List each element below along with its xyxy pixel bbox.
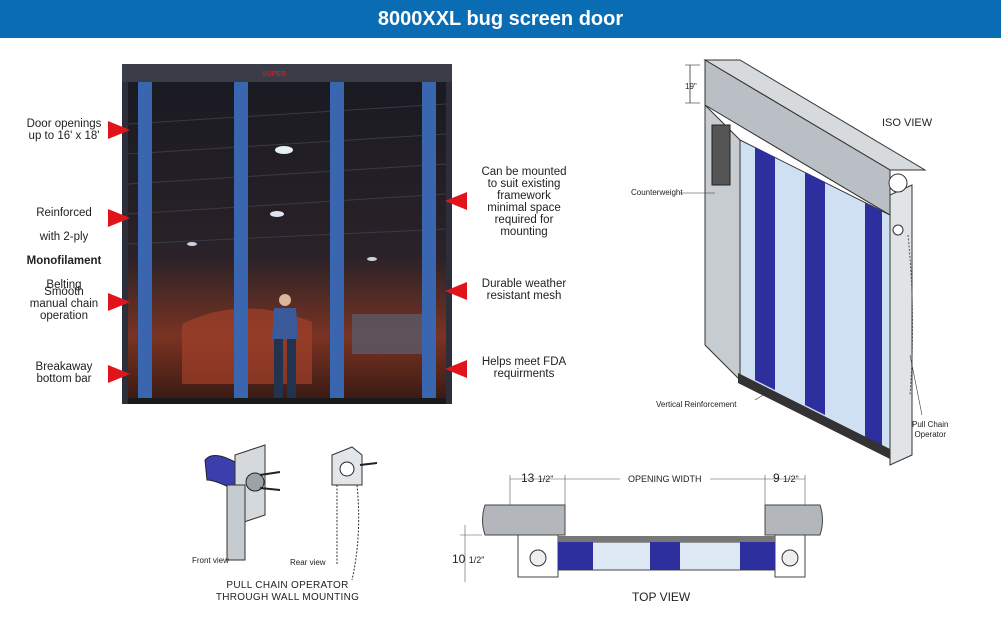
top-view-caption: TOP VIEW [632,590,691,604]
callout-reinforced-line1: Reinforced [36,207,92,219]
iso-view-drawing [680,59,927,466]
operator-caption: PULL CHAIN OPERATOR THROUGH WALL MOUNTIN… [215,580,360,603]
arrow-manual-chain [108,293,130,311]
iso-dim-19: 19" [685,82,697,91]
label-counterweight: Counterweight [631,188,683,197]
iso-view-title: ISO VIEW [882,117,933,129]
page-title: 8000XXL bug screen door [0,0,1001,38]
arrow-weather-mesh [445,282,467,300]
callout-mounting: Can be mounted to suit existing framewor… [481,166,567,238]
dim-depth-value: 10 [452,552,466,566]
callout-reinforced: Reinforced with 2-ply Monofilament Belti… [18,195,110,291]
arrow-mounting [445,192,467,210]
callout-manual-chain: Smooth manual chain operation [29,286,99,322]
dim-depth: 10 1/2" [452,552,484,566]
label-front-view: Front view [192,556,229,565]
arrow-breakaway [108,365,130,383]
operator-rear-view-drawing [331,446,378,581]
logo-text: SUPER [262,71,286,78]
opening-width-label: OPENING WIDTH [628,474,702,484]
callout-reinforced-line4: Belting [46,279,82,291]
dim-left: 13 1/2" [521,471,553,485]
callout-weather-mesh: Durable weather resistant mesh [481,278,567,302]
callout-fda: Helps meet FDA requirments [481,356,567,380]
dim-right: 9 1/2" [773,471,799,485]
callout-breakaway: Breakaway bottom bar [35,361,93,385]
arrow-fda [445,360,467,378]
operator-front-view-drawing [204,444,281,561]
dim-left-value: 13 [521,471,535,485]
label-rear-view: Rear view [290,558,326,567]
callout-reinforced-line3: Monofilament [26,255,102,267]
top-view-drawing [460,475,823,582]
label-vertical-reinforcement: Vertical Reinforcement [656,400,737,409]
dim-left-fraction: 1/2" [537,474,554,484]
dim-depth-fraction: 1/2" [468,555,485,565]
label-pull-chain-operator: Pull Chain Operator [912,420,949,439]
callout-reinforced-line2: with 2-ply [39,231,89,243]
door-photo: SUPER [122,64,452,404]
callout-door-openings: Door openings up to 16' x 18' [26,118,102,142]
dim-right-value: 9 [773,471,780,485]
arrow-reinforced [108,209,130,227]
dim-right-fraction: 1/2" [783,474,799,484]
arrow-door-openings [108,121,130,139]
